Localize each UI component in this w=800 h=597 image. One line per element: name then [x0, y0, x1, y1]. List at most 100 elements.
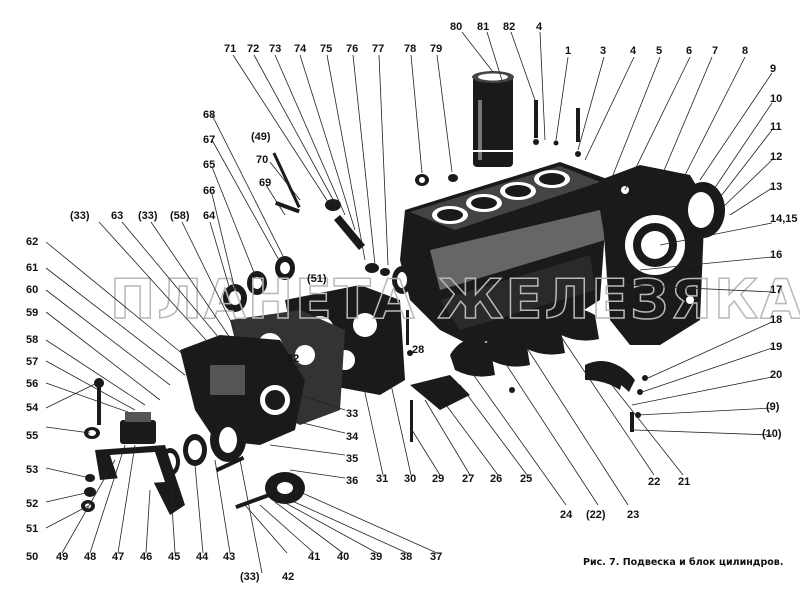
callout-78: 78 — [404, 43, 416, 55]
callout-4b: 4 — [630, 45, 637, 57]
callout-37: 37 — [430, 551, 442, 563]
callout-36: 36 — [346, 475, 358, 487]
callout-74: 74 — [294, 43, 307, 55]
callout-45: 45 — [168, 551, 180, 563]
callout-68: 68 — [203, 109, 215, 121]
callout-70: 70 — [256, 154, 268, 166]
callout-56: 56 — [26, 378, 38, 390]
callout-58-ref: (58) — [170, 210, 190, 222]
callout-50: 50 — [26, 551, 38, 563]
cylinder-block — [400, 162, 610, 345]
callout-66: 66 — [203, 185, 215, 197]
callout-64: 64 — [203, 210, 216, 222]
callout-29: 29 — [432, 473, 444, 485]
callout-16: 16 — [770, 249, 782, 261]
callout-12: 12 — [770, 151, 782, 163]
callout-9: 9 — [770, 63, 776, 75]
callout-69: 69 — [259, 177, 271, 189]
callout-6: 6 — [686, 45, 692, 57]
callout-25: 25 — [520, 473, 532, 485]
callout-38: 38 — [400, 551, 412, 563]
callout-44: 44 — [196, 551, 209, 563]
callout-58: 58 — [26, 334, 38, 346]
callout-17: 17 — [770, 284, 782, 296]
callout-33-ref-b: (33) — [70, 210, 90, 222]
callout-33: 33 — [346, 408, 358, 420]
callout-10-ref: (10) — [762, 428, 782, 440]
callout-49-ref: (49) — [251, 131, 271, 143]
callout-33-ref-a: (33) — [138, 210, 158, 222]
callout-81: 81 — [477, 21, 489, 33]
callout-35: 35 — [346, 453, 358, 465]
callout-47: 47 — [112, 551, 124, 563]
callout-49: 49 — [56, 551, 68, 563]
callout-65: 65 — [203, 159, 215, 171]
plugs-78-79 — [415, 174, 458, 186]
callout-43: 43 — [223, 551, 235, 563]
callout-27: 27 — [462, 473, 474, 485]
callout-55: 55 — [26, 430, 38, 442]
callout-72: 72 — [247, 43, 259, 55]
callout-23: 23 — [627, 509, 639, 521]
callout-73: 73 — [269, 43, 281, 55]
washers-nuts — [81, 427, 100, 512]
callout-20: 20 — [770, 369, 782, 381]
callout-77: 77 — [372, 43, 384, 55]
callout-26: 26 — [490, 473, 502, 485]
callout-33-ref-c: (33) — [240, 571, 260, 583]
callout-46: 46 — [140, 551, 152, 563]
callout-41: 41 — [308, 551, 320, 563]
figure-caption: Рис. 7. Подвеска и блок цилиндров. — [583, 557, 784, 568]
callout-52: 52 — [26, 498, 38, 510]
rear-cap-parts — [590, 362, 648, 432]
callout-40: 40 — [337, 551, 349, 563]
callout-61: 61 — [26, 262, 38, 274]
callout-32: 32 — [287, 353, 299, 365]
callout-62: 62 — [26, 236, 38, 248]
callout-42: 42 — [282, 571, 294, 583]
callout-59: 59 — [26, 307, 38, 319]
crank-pulley-hub — [215, 455, 305, 510]
rear-seal-ring — [681, 182, 725, 238]
callout-60: 60 — [26, 284, 38, 296]
callout-5: 5 — [656, 45, 662, 57]
callout-67: 67 — [203, 134, 215, 146]
callout-7: 7 — [712, 45, 718, 57]
watermark: ПЛАНЕТА ЖЕЛЕЗЯКА — [110, 268, 800, 331]
callout-28: 28 — [412, 344, 424, 356]
callout-31: 31 — [376, 473, 388, 485]
callout-51-ref: (51) — [307, 273, 327, 285]
timing-cover — [180, 335, 305, 462]
callout-57: 57 — [26, 356, 38, 368]
callout-4a: 4 — [536, 21, 543, 33]
callout-3: 3 — [600, 45, 606, 57]
callout-labels: 80 81 82 4 71 72 73 74 75 76 77 78 79 1 … — [26, 21, 798, 583]
callout-8: 8 — [742, 45, 748, 57]
callout-24: 24 — [560, 509, 573, 521]
callout-54: 54 — [26, 402, 39, 414]
callout-82: 82 — [503, 21, 515, 33]
callout-75: 75 — [320, 43, 332, 55]
callout-1: 1 — [565, 45, 571, 57]
callout-13: 13 — [770, 181, 782, 193]
callout-76: 76 — [346, 43, 358, 55]
callout-71: 71 — [224, 43, 236, 55]
bolts-70-77 — [272, 152, 412, 294]
engine-mount — [94, 378, 185, 515]
flywheel-housing-plate — [600, 165, 705, 345]
callout-79: 79 — [430, 43, 442, 55]
callout-11: 11 — [770, 121, 782, 133]
long-bolts — [406, 310, 515, 442]
callout-9-ref: (9) — [766, 401, 780, 413]
callout-63: 63 — [111, 210, 123, 222]
callout-51: 51 — [26, 523, 38, 535]
callout-10: 10 — [770, 93, 782, 105]
leader-lines — [45, 31, 773, 574]
callout-19: 19 — [770, 341, 782, 353]
callout-53: 53 — [26, 464, 38, 476]
callout-34: 34 — [346, 431, 359, 443]
callout-39: 39 — [370, 551, 382, 563]
callout-22-ref: (22) — [586, 509, 606, 521]
